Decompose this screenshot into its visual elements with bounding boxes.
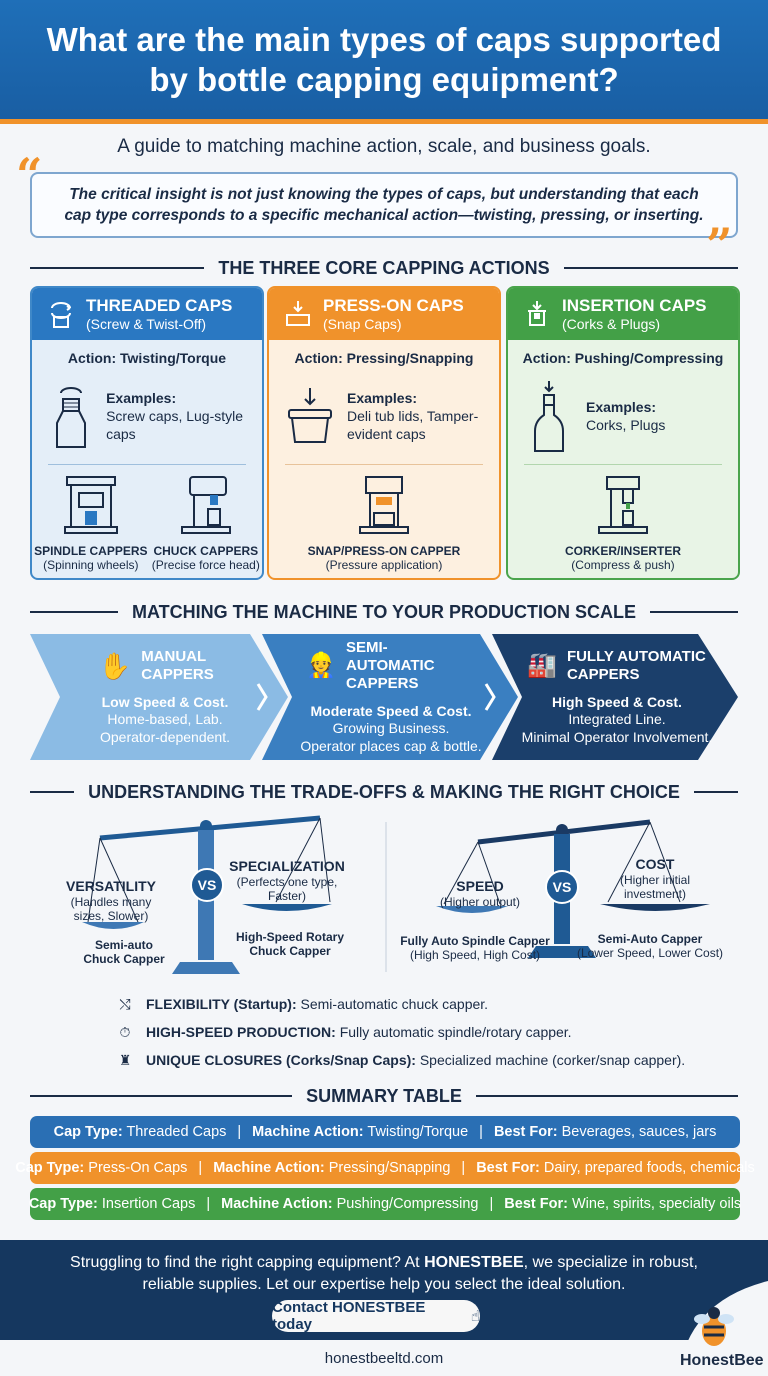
corker-icon	[597, 476, 648, 534]
examples-text: Screw caps, Lug-style caps	[106, 408, 244, 442]
semi-auto-arrow-shape	[262, 634, 518, 760]
page-subtitle: A guide to matching machine action, scal…	[117, 136, 651, 157]
contact-button[interactable]: Contact HONESTBEE today ☝	[272, 1299, 480, 1333]
semi-auto-capper-label: Semi-Auto Capper(Lower Speed, Lower Cost…	[576, 932, 724, 960]
stamp-icon: ♜	[118, 1051, 132, 1068]
choice-flexibility: ⤭ FLEXIBILITY (Startup): Semi-automatic …	[114, 990, 734, 1018]
scale-step-semi-auto: 👷SEMI-AUTOMATIC CAPPERS Moderate Speed &…	[300, 639, 482, 754]
examples-label: Examples:	[106, 390, 177, 406]
choice-unique-closures: ♜ UNIQUE CLOSURES (Corks/Snap Caps): Spe…	[114, 1046, 734, 1074]
card-threaded-caps: THREADED CAPS (Screw & Twist-Off) Action…	[30, 286, 264, 580]
tradeoff-scales: VERSATILITY(Handles many sizes, Slower) …	[30, 812, 738, 982]
insert-cork-icon	[522, 299, 552, 329]
balance-scale-left-icon	[82, 815, 332, 974]
machine-spindle-capper: SPINDLE CAPPERS (Spinning wheels)	[34, 473, 148, 572]
footer: Struggling to find the right capping equ…	[0, 1240, 768, 1376]
twist-cap-icon	[46, 299, 76, 329]
machine-chuck-capper: CHUCK CAPPERS (Precise force head)	[152, 473, 260, 572]
summary-row-insertion: Cap Type: Insertion Caps| Machine Action…	[29, 1188, 741, 1220]
honestbee-logo-text: HonestBee	[680, 1352, 764, 1369]
card-action: Action: Twisting/Torque	[67, 350, 227, 366]
scale-step-manual: ✋MANUAL CAPPERS Low Speed & Cost. Home-b…	[98, 648, 230, 745]
footer-text: Struggling to find the right capping equ…	[70, 1254, 698, 1293]
section-tradeoffs-title: UNDERSTANDING THE TRADE-OFFS & MAKING TH…	[30, 780, 738, 804]
screw-bottle-icon	[50, 381, 92, 451]
section-core-title: THE THREE CORE CAPPING ACTIONS	[30, 256, 739, 280]
snap-capper-icon	[358, 476, 409, 534]
manual-arrow-shape	[30, 634, 288, 760]
card-press-on-caps: PRESS-ON CAPS (Snap Caps) Action: Pressi…	[267, 286, 501, 580]
header-banner: What are the main types of caps supporte…	[0, 0, 768, 124]
open-quote-icon: “	[16, 148, 43, 202]
balance-scale-right-icon	[436, 819, 710, 958]
scale-step-full-auto: 🏭FULLY AUTOMATIC CAPPERS High Speed & Co…	[521, 648, 713, 745]
scale-arrows: ✋MANUAL CAPPERS Low Speed & Cost. Home-b…	[30, 634, 740, 760]
full-auto-arrow-shape	[492, 634, 738, 760]
choice-list: ⤭ FLEXIBILITY (Startup): Semi-automatic …	[114, 990, 734, 1074]
spindle-capper-icon	[63, 476, 118, 534]
deli-tub-icon	[287, 381, 333, 451]
stopwatch-icon: ⏱	[119, 1023, 131, 1040]
section-summary-title: SUMMARY TABLE	[30, 1084, 739, 1108]
machine-corker: CORKER/INSERTER (Compress & push)	[565, 473, 681, 572]
vs-badge-left: VS	[190, 868, 224, 902]
card-title: THREADED CAPS	[86, 295, 233, 315]
fully-auto-spindle-label: Fully Auto Spindle Capper(High Speed, Hi…	[400, 934, 550, 962]
tradeoff-cost: COST(Higher initial investment)	[619, 856, 691, 901]
choice-high-speed: ⏱ HIGH-SPEED PRODUCTION: Fully automatic…	[114, 1018, 734, 1046]
card-subtitle: (Screw & Twist-Off)	[86, 315, 207, 332]
high-speed-rotary-label: High-Speed Rotary Chuck Capper	[235, 930, 344, 958]
semi-auto-chuck-label: Semi-auto Chuck Capper	[83, 938, 165, 966]
worker-icon: 👷	[306, 652, 336, 679]
shuffle-icon: ⤭	[119, 995, 131, 1012]
website-link[interactable]: honestbeeltd.com	[324, 1350, 444, 1367]
wine-bottle-icon	[526, 381, 572, 452]
chuck-capper-icon	[180, 476, 231, 534]
insight-quote: The critical insight is not just knowing…	[30, 172, 738, 238]
insight-text: The critical insight is not just knowing…	[64, 186, 704, 224]
conveyor-icon: 🏭	[527, 652, 557, 679]
machine-snap-capper: SNAP/PRESS-ON CAPPER (Pressure applicati…	[308, 473, 460, 572]
pointer-icon: ☝	[470, 1308, 480, 1325]
summary-row-press-on: Cap Type: Press-On Caps| Machine Action:…	[15, 1152, 755, 1184]
tradeoff-speed: SPEED(Higher output)	[439, 878, 521, 909]
summary-row-threaded: Cap Type: Threaded Caps| Machine Action:…	[30, 1116, 740, 1148]
press-down-icon	[283, 299, 313, 329]
card-insertion-caps: INSERTION CAPS (Corks & Plugs) Action: P…	[506, 286, 740, 580]
vs-badge-right: VS	[545, 870, 579, 904]
hand-icon: ✋	[98, 651, 132, 681]
page-title: What are the main types of caps supporte…	[46, 20, 722, 98]
chevron-right-icon	[484, 683, 496, 711]
section-scale-title: MATCHING THE MACHINE TO YOUR PRODUCTION …	[30, 600, 739, 624]
close-quote-icon: ”	[706, 218, 733, 272]
tradeoff-specialization: SPECIALIZATION(Perfects one type, Faster…	[229, 858, 345, 903]
honestbee-logo	[678, 1281, 768, 1376]
chevron-right-icon	[256, 683, 268, 711]
tradeoff-versatility: VERSATILITY(Handles many sizes, Slower)	[66, 878, 156, 923]
